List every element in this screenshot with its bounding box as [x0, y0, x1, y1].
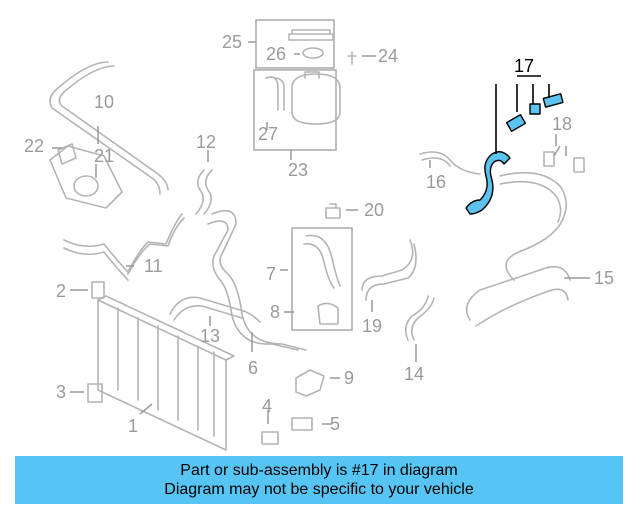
callout-17: 17 — [514, 56, 534, 76]
sensor-18a — [543, 151, 555, 167]
hose-7 — [303, 234, 341, 289]
pipe-11 — [63, 213, 185, 281]
callout-26: 26 — [266, 44, 286, 64]
callout-10: 10 — [94, 92, 114, 112]
fitting-9 — [295, 369, 325, 397]
callout-19: 19 — [362, 316, 382, 336]
callout-27: 27 — [258, 124, 278, 144]
callout-4: 4 — [262, 396, 272, 416]
box-reservoir-group — [253, 69, 337, 151]
box-hose-group-7 — [291, 227, 353, 331]
radiator — [97, 295, 235, 451]
part-17-main-hose — [465, 151, 511, 215]
info-banner: Part or sub-assembly is #17 in diagram D… — [15, 456, 623, 504]
hose-19 — [361, 239, 417, 301]
hose-14 — [404, 295, 435, 341]
callout-25: 25 — [222, 32, 242, 52]
hose-16 — [419, 151, 481, 175]
callout-13: 13 — [200, 326, 220, 346]
callout-6: 6 — [248, 358, 258, 378]
sensor-4 — [261, 431, 279, 445]
part-17-connector-b — [529, 103, 541, 115]
callout-11: 11 — [144, 256, 163, 276]
callout-14: 14 — [404, 364, 424, 384]
callout-12: 12 — [196, 132, 216, 152]
reservoir-cap — [288, 29, 334, 59]
sensor-20 — [325, 203, 341, 219]
part-17-connector-c — [542, 93, 564, 108]
fitting-8 — [317, 302, 339, 325]
callout-21: 21 — [94, 146, 114, 166]
callout-5: 5 — [330, 414, 340, 434]
bolt-24 — [347, 51, 357, 65]
part-17-connector-a — [505, 113, 527, 133]
expansion-tank — [291, 71, 341, 125]
callout-18: 18 — [552, 114, 572, 134]
callout-2: 2 — [56, 281, 66, 301]
hose-10 — [49, 61, 169, 195]
callout-8: 8 — [270, 302, 280, 322]
part-17-highlighted — [465, 75, 564, 215]
callout-22: 22 — [24, 136, 44, 156]
hose-12 — [195, 169, 213, 215]
banner-line-2: Diagram may not be specific to your vehi… — [164, 481, 474, 498]
callout-16: 16 — [426, 172, 446, 192]
hose-13 — [169, 296, 261, 323]
sensor-5 — [291, 417, 313, 431]
box-cap-group — [255, 19, 335, 69]
callout-7: 7 — [266, 264, 276, 284]
callout-1: 1 — [128, 416, 138, 436]
callout-3: 3 — [56, 382, 66, 402]
callout-23: 23 — [288, 160, 308, 180]
hose-18 — [499, 171, 568, 281]
callout-24: 24 — [378, 46, 398, 66]
tank-hose-27 — [265, 76, 285, 111]
sensor-18b — [573, 157, 585, 173]
bracket-3 — [87, 383, 103, 403]
hose-6 — [207, 209, 307, 351]
bracket-2 — [91, 281, 105, 299]
part-17-leaders — [495, 75, 550, 154]
leader-lines — [52, 41, 590, 425]
banner-line-1: Part or sub-assembly is #17 in diagram — [180, 462, 458, 479]
hose-15 — [465, 265, 571, 327]
callout-15: 15 — [594, 268, 614, 288]
callout-20: 20 — [364, 200, 384, 220]
callout-9: 9 — [344, 368, 354, 388]
water-flange-21 — [49, 143, 123, 209]
